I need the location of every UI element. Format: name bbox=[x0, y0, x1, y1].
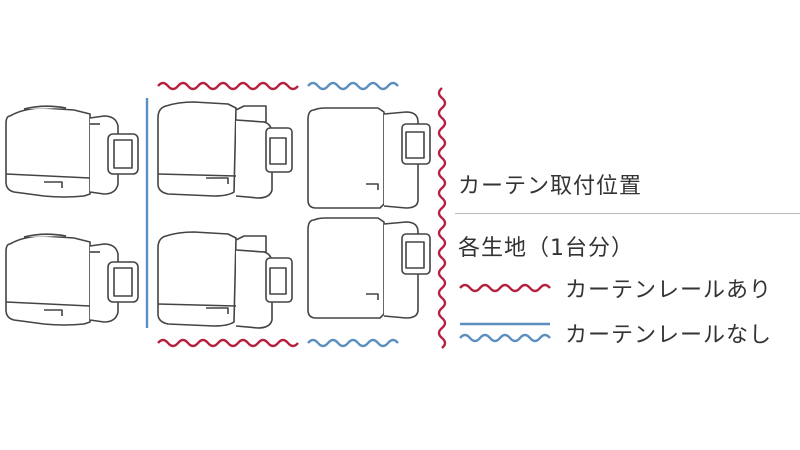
legend-title: カーテン取付位置 bbox=[458, 174, 643, 199]
wavy-red-bottom bbox=[157, 338, 299, 348]
legend-item-without-rail: カーテンレールなし bbox=[565, 323, 773, 348]
wavy-blue-bottom bbox=[307, 338, 399, 348]
wavy-blue-top bbox=[307, 81, 399, 91]
rear-seat-bottom bbox=[307, 217, 431, 319]
legend-subtitle: 各生地（1台分） bbox=[458, 236, 634, 261]
legend-sample-blue-wavy bbox=[459, 333, 551, 343]
wavy-red-top bbox=[157, 81, 299, 91]
rear-seat-top bbox=[307, 107, 431, 209]
legend-item-with-rail: カーテンレールあり bbox=[565, 278, 773, 303]
wavy-red-vertical bbox=[437, 87, 447, 349]
front-seat-top bbox=[5, 105, 139, 198]
legend-sample-red-wavy bbox=[459, 283, 551, 293]
middle-seat-bottom bbox=[157, 231, 293, 329]
middle-seat-top bbox=[157, 101, 293, 199]
front-seat-bottom bbox=[5, 233, 139, 326]
legend-divider bbox=[455, 213, 800, 214]
